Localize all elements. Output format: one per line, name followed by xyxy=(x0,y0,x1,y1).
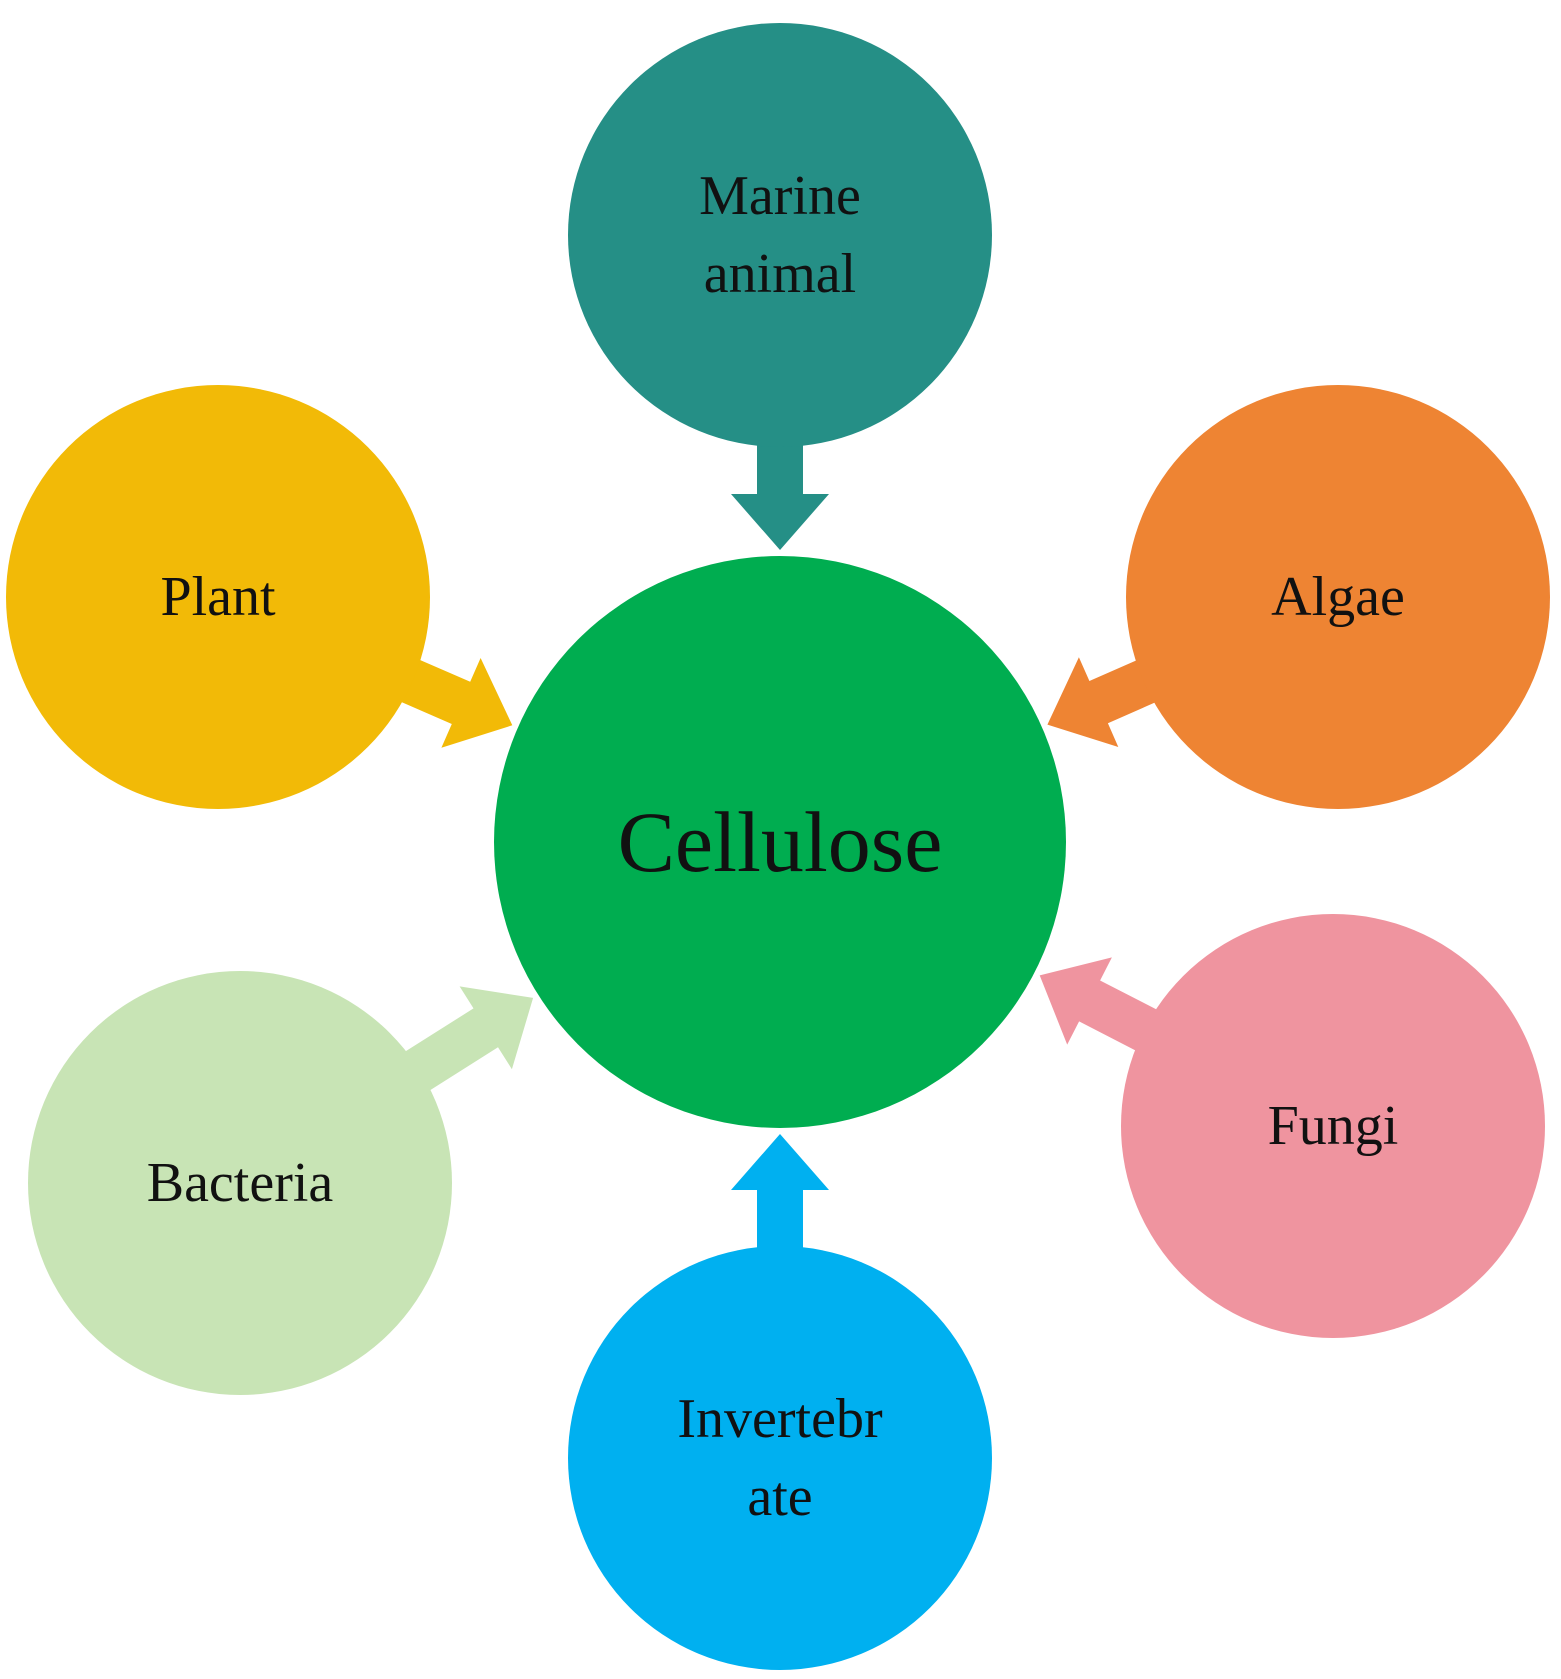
plant-circle xyxy=(6,385,430,809)
marine-animal-label-line-1: Marine xyxy=(699,165,861,227)
algae-arrow xyxy=(1047,657,1159,747)
invertebrate-label-line-2: ate xyxy=(747,1466,812,1528)
fungi-label-line-1: Fungi xyxy=(1268,1095,1399,1157)
bacteria-circle xyxy=(28,971,452,1395)
plant-arrow xyxy=(397,658,513,748)
plant-label-line-1: Plant xyxy=(160,566,276,628)
fungi-node: Fungi xyxy=(1121,914,1545,1338)
fungi-circle xyxy=(1121,914,1545,1338)
algae-label-line-1: Algae xyxy=(1271,566,1405,628)
fungi-arrow xyxy=(1039,957,1161,1053)
invertebrate-arrow xyxy=(731,1134,829,1252)
bacteria-label-line-1: Bacteria xyxy=(147,1152,334,1214)
marine-animal-arrow xyxy=(731,441,829,550)
invertebrate-label-line-1: Invertebr xyxy=(677,1388,883,1450)
marine-animal-label-line-2: animal xyxy=(704,243,856,305)
marine-animal-node: Marine animal xyxy=(568,23,992,447)
center-label: Cellulose xyxy=(618,794,943,890)
plant-node: Plant xyxy=(6,385,430,809)
bacteria-arrow xyxy=(401,986,534,1093)
center-circle xyxy=(494,556,1066,1128)
arrows-layer xyxy=(397,441,1161,1252)
center-node: Cellulose xyxy=(494,556,1066,1128)
invertebrate-node: Invertebr ate xyxy=(568,1246,992,1670)
invertebrate-circle xyxy=(568,1246,992,1670)
bacteria-node: Bacteria xyxy=(28,971,452,1395)
marine-animal-circle xyxy=(568,23,992,447)
algae-node: Algae xyxy=(1126,385,1550,809)
algae-circle xyxy=(1126,385,1550,809)
